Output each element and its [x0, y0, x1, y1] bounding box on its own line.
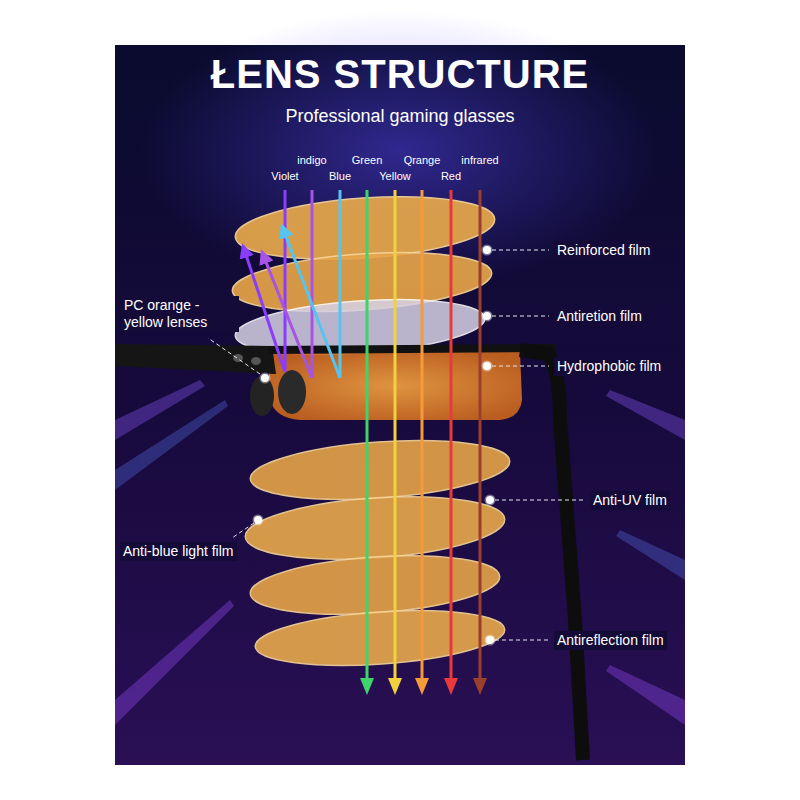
neon-streak [606, 390, 685, 440]
spectrum-label: Blue [329, 170, 351, 182]
callout-label: Anti-UV film [590, 491, 670, 510]
neon-streak [606, 665, 685, 725]
indigo-reflection [262, 252, 312, 378]
callout-label: PC orange -yellow lenses [121, 296, 239, 332]
yellow-ray [394, 190, 397, 680]
antireflection-film [253, 603, 506, 672]
orange-ray [421, 190, 424, 680]
frame-hole [251, 357, 261, 365]
green-arrowhead [360, 678, 374, 695]
red-arrowhead [444, 678, 458, 695]
callout-label: Anti-blue light film [120, 542, 237, 561]
yellow-arrowhead [388, 678, 402, 695]
anti-uv-film [248, 433, 511, 507]
film-layer [248, 548, 501, 621]
callout-dot [483, 312, 491, 320]
callout-label: Reinforced film [554, 241, 653, 260]
leader-line [495, 500, 585, 501]
red-ray [450, 190, 453, 680]
leader-line [495, 640, 549, 641]
glasses-frame [115, 344, 583, 760]
callout-dot [261, 374, 269, 382]
callout-label: Hydrophobic film [554, 357, 664, 376]
infrared-ray [479, 190, 482, 680]
spectrum-label: indigo [297, 154, 326, 166]
lower-films [243, 433, 511, 673]
spectrum-label: Qrange [404, 154, 441, 166]
neon-streak [616, 530, 685, 580]
spectrum-label: Violet [271, 170, 298, 182]
violet-reflection [243, 246, 285, 372]
callout-dots [254, 246, 494, 644]
leader-line [492, 250, 549, 251]
spectrum-label: Green [352, 154, 383, 166]
orange-arrowhead [415, 678, 429, 695]
frame-rim [115, 344, 276, 374]
callout-label: Antireflection film [554, 631, 667, 650]
neon-streak [115, 600, 234, 725]
light-rays [243, 190, 487, 695]
spectrum-label: Red [441, 170, 461, 182]
nose-pad [278, 370, 306, 414]
spectrum-label: Yellow [379, 170, 410, 182]
indigo-ray [311, 190, 314, 378]
neon-streak [115, 400, 228, 490]
leader-line [232, 523, 254, 538]
leader-line [492, 366, 549, 367]
callout-dot [486, 636, 494, 644]
spectrum-label: infrared [461, 154, 498, 166]
temple-arm [520, 350, 583, 760]
leaders [208, 250, 585, 640]
blue-reflection [282, 226, 340, 378]
leader-line [492, 316, 549, 317]
infrared-arrowhead [473, 678, 487, 695]
leader-line [208, 338, 260, 374]
blue-ray [339, 190, 342, 378]
violet-ray [284, 190, 287, 372]
subtitle: Professional gaming glasses [285, 106, 514, 127]
anti-blue-film [243, 489, 507, 567]
top-glow [140, 10, 660, 290]
neon-streaks [115, 380, 685, 725]
callout-dot [486, 496, 494, 504]
callout-dot [483, 246, 491, 254]
title: ŁENS STRUCTURE [211, 52, 589, 97]
callout-dot [254, 516, 262, 524]
green-ray [366, 190, 369, 680]
callout-label: Antiretion film [554, 307, 645, 326]
callout-dot [483, 362, 491, 370]
